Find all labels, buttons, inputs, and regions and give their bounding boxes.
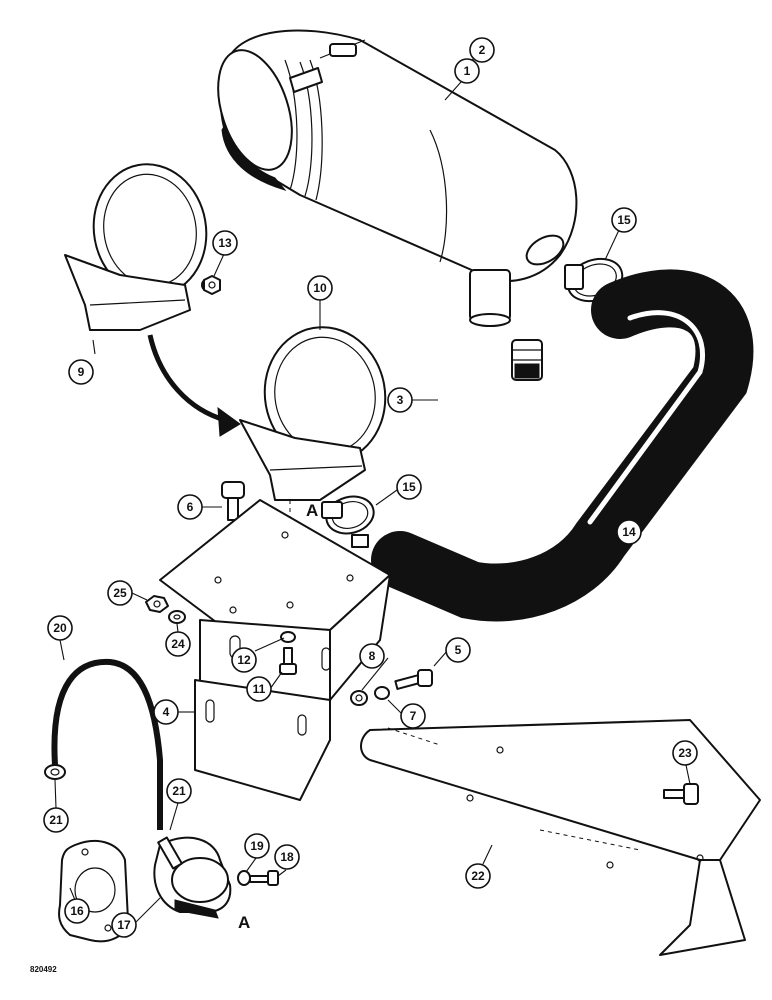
svg-text:10: 10 <box>313 281 327 295</box>
callout-2: 2 <box>469 37 495 63</box>
washer-8 <box>350 690 368 706</box>
assembly-arrow <box>147 334 241 437</box>
callout-14: 14 <box>616 519 642 545</box>
washer-24 <box>168 610 186 624</box>
bolt-5 <box>394 669 433 690</box>
bolt-18 <box>249 870 279 886</box>
svg-text:6: 6 <box>187 500 194 514</box>
callout-21-left: 21 <box>43 807 69 833</box>
heat-shield <box>360 719 761 956</box>
callout-9: 9 <box>68 359 94 385</box>
exhaust-flange <box>153 836 232 919</box>
svg-text:2: 2 <box>479 43 486 57</box>
reference-mark-a-lower: A <box>238 913 250 932</box>
callout-21-right: 21 <box>166 778 192 804</box>
bolt-23 <box>663 783 699 805</box>
svg-text:24: 24 <box>171 637 185 651</box>
hose-clamp-lower <box>321 495 375 548</box>
callout-24: 24 <box>165 631 191 657</box>
muffler-clamp-9 <box>64 163 215 331</box>
svg-text:3: 3 <box>397 393 404 407</box>
callout-23: 23 <box>672 740 698 766</box>
leader-lines <box>54 57 691 923</box>
svg-text:19: 19 <box>250 839 264 853</box>
callout-5: 5 <box>445 637 471 663</box>
svg-text:22: 22 <box>471 869 485 883</box>
callout-19: 19 <box>244 833 270 859</box>
svg-text:12: 12 <box>237 653 251 667</box>
callout-7: 7 <box>400 703 426 729</box>
drawing-code: 820492 <box>30 965 57 974</box>
ground-wire <box>44 658 163 830</box>
svg-text:4: 4 <box>163 705 170 719</box>
callout-4: 4 <box>153 699 179 725</box>
callout-20: 20 <box>47 615 73 641</box>
callout-3: 3 <box>387 387 413 413</box>
callout-6: 6 <box>177 494 203 520</box>
nut-13 <box>203 275 221 295</box>
svg-text:21: 21 <box>172 784 186 798</box>
muffler-clamp-10 <box>239 326 387 501</box>
svg-text:23: 23 <box>678 746 692 760</box>
svg-text:17: 17 <box>117 918 131 932</box>
exhaust-hose <box>371 269 754 622</box>
muffler <box>217 29 578 327</box>
lockwasher-7 <box>374 686 390 700</box>
callout-18: 18 <box>274 844 300 870</box>
svg-text:21: 21 <box>49 813 63 827</box>
svg-text:15: 15 <box>617 213 631 227</box>
lockwasher-12 <box>280 631 296 643</box>
svg-text:9: 9 <box>78 365 85 379</box>
svg-text:15: 15 <box>402 480 416 494</box>
drain-valve <box>511 339 543 381</box>
callout-10: 10 <box>307 275 333 301</box>
callout-15-upper: 15 <box>611 207 637 233</box>
callout-11: 11 <box>246 676 272 702</box>
svg-text:18: 18 <box>280 850 294 864</box>
callout-25: 25 <box>107 580 133 606</box>
mounting-bracket <box>159 499 391 801</box>
callout-22: 22 <box>465 863 491 889</box>
svg-text:7: 7 <box>410 709 417 723</box>
svg-text:20: 20 <box>53 621 67 635</box>
callout-13: 13 <box>212 230 238 256</box>
callout-12: 12 <box>231 647 257 673</box>
washer-19 <box>237 870 251 886</box>
callout-1: 1 <box>454 58 480 84</box>
svg-text:13: 13 <box>218 236 232 250</box>
svg-text:16: 16 <box>70 904 84 918</box>
svg-text:11: 11 <box>253 682 266 696</box>
callout-16: 16 <box>64 898 90 924</box>
svg-text:5: 5 <box>455 643 462 657</box>
reference-mark-a-upper: A <box>306 501 318 520</box>
callout-17: 17 <box>111 912 137 938</box>
svg-text:1: 1 <box>464 64 471 78</box>
svg-text:8: 8 <box>369 649 376 663</box>
bolt-11 <box>279 647 297 675</box>
nut-25 <box>145 595 169 613</box>
callout-8: 8 <box>359 643 385 669</box>
svg-text:25: 25 <box>113 586 127 600</box>
svg-text:14: 14 <box>622 525 636 539</box>
callout-15-lower: 15 <box>396 474 422 500</box>
